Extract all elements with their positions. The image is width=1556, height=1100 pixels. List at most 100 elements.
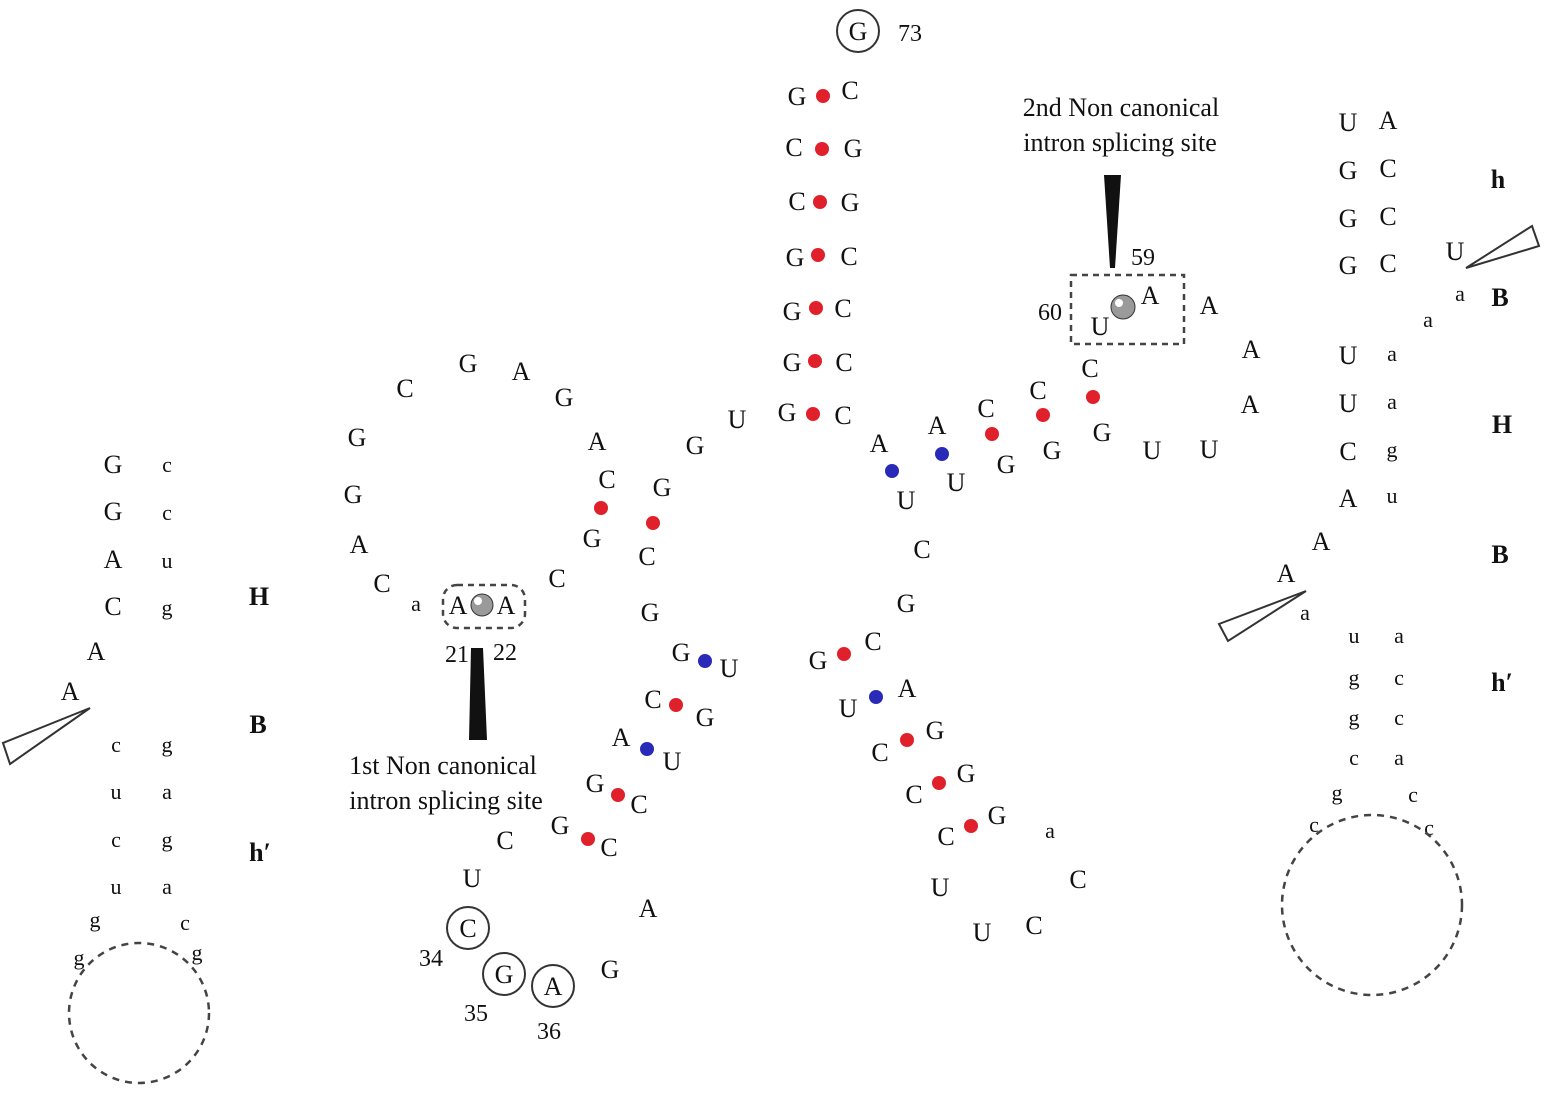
annotation-line: intron splicing site <box>349 786 543 815</box>
nucleotide: A <box>898 674 917 703</box>
nucleotide: C <box>937 822 954 851</box>
circled-nucleotide <box>836 9 880 53</box>
nucleotide: A <box>1312 527 1331 556</box>
cleavage-wedge-icon <box>1465 224 1541 269</box>
nucleotide: G <box>348 423 367 452</box>
helix-label: B <box>249 710 266 739</box>
nucleotide: G <box>601 955 620 984</box>
nucleotide: C <box>638 542 655 571</box>
helix-label: h <box>1491 165 1506 194</box>
nucleotide: U <box>463 864 482 893</box>
nucleotide: a <box>1423 307 1433 332</box>
loop-outline <box>1280 813 1464 997</box>
left-helix: G G A C c c u g A A c u c u g g g a g a … <box>1 450 271 1085</box>
nucleotide: A <box>1339 484 1358 513</box>
nucleotide: U <box>1143 436 1162 465</box>
nucleotide: G <box>586 769 605 798</box>
nucleotide: A <box>1242 335 1261 364</box>
nucleotide: A <box>497 591 516 620</box>
nucleotide: a <box>1045 818 1055 843</box>
nucleotide: c <box>1424 815 1434 840</box>
helix-label: h′ <box>249 838 271 867</box>
nucleotide: A <box>104 545 123 574</box>
nucleotide: G <box>653 473 672 502</box>
nucleotide: C <box>913 535 930 564</box>
nucleotide: C <box>785 133 802 162</box>
nucleotide: G <box>778 398 797 427</box>
nucleotide: G <box>926 716 945 745</box>
nucleotide: a <box>1455 281 1465 306</box>
watson-crick-pair-dot <box>808 354 822 368</box>
nucleotide: g <box>1349 665 1360 690</box>
nucleotide: C <box>1069 865 1086 894</box>
annotation-line: 1st Non canonical <box>349 751 537 780</box>
watson-crick-pair-dot <box>964 819 978 833</box>
position-number: 60 <box>1038 300 1062 326</box>
nucleotide: G <box>786 243 805 272</box>
nucleotide: C <box>840 242 857 271</box>
nucleotide: u <box>1387 483 1398 508</box>
nucleotide: A <box>639 894 658 923</box>
nucleotide: a <box>162 874 172 899</box>
nucleotide: C <box>396 374 413 403</box>
sphere-highlight <box>1115 299 1123 307</box>
wobble-pair-dot <box>885 464 899 478</box>
nucleotide: g <box>162 827 173 852</box>
nucleotide: G <box>1339 251 1358 280</box>
nucleotide: c <box>1394 705 1404 730</box>
watson-crick-pair-dot <box>815 142 829 156</box>
nucleotide: c <box>111 827 121 852</box>
nucleotide: u <box>111 779 122 804</box>
nucleotide: C <box>835 348 852 377</box>
nucleotide: G <box>1339 156 1358 185</box>
nucleotide: A <box>87 637 106 666</box>
nucleotide: C <box>1379 202 1396 231</box>
nucleotide: a <box>1300 600 1310 625</box>
nucleotide: a <box>1387 389 1397 414</box>
nucleotide: U <box>1339 341 1358 370</box>
annotation-line: intron splicing site <box>1023 128 1217 157</box>
nucleotide: A <box>544 972 563 1001</box>
nucleotide: G <box>686 431 705 460</box>
nucleotide: C <box>1081 354 1098 383</box>
nucleotide: C <box>496 826 513 855</box>
watson-crick-pair-dot <box>581 832 595 846</box>
nucleotide: c <box>1408 782 1418 807</box>
d-arm: U G A G A G C G G A C a A A 21 22 C G G … <box>344 349 747 815</box>
nucleotide: c <box>1309 812 1319 837</box>
watson-crick-pair-dot <box>811 248 825 262</box>
nucleotide: U <box>663 747 682 776</box>
wobble-pair-dot <box>869 690 883 704</box>
pointer-arrow-icon <box>1104 175 1121 268</box>
nucleotide: G <box>1093 418 1112 447</box>
nucleotide: u <box>1349 623 1360 648</box>
nucleotide: c <box>162 500 172 525</box>
position-number: 21 <box>445 642 469 668</box>
lower-stem: G U C C C C A G G G a C C U U <box>809 627 1087 947</box>
nucleotide: C <box>977 394 994 423</box>
nucleotide: g <box>90 907 101 932</box>
nucleotide: G <box>844 134 863 163</box>
position-number: 35 <box>464 1001 488 1027</box>
splice-point-sphere <box>470 593 494 617</box>
nucleotide: C <box>548 564 565 593</box>
splice-site-box <box>1069 273 1186 346</box>
nucleotide: g <box>1332 780 1343 805</box>
nucleotide: g <box>162 595 173 620</box>
anticodon-circle <box>531 964 575 1008</box>
nucleotide: G <box>841 188 860 217</box>
nucleotide: a <box>1394 623 1404 648</box>
nucleotide: G <box>495 960 514 989</box>
watson-crick-pair-dot <box>1086 390 1100 404</box>
nucleotide: G <box>997 450 1016 479</box>
nucleotide: g <box>1387 437 1398 462</box>
anticodon-circle <box>482 952 526 996</box>
position-number: 22 <box>493 640 517 666</box>
nucleotide: U <box>931 873 950 902</box>
annotation-line: 2nd Non canonical <box>1023 93 1219 122</box>
sphere-highlight <box>474 597 482 605</box>
watson-crick-pair-dot <box>806 407 820 421</box>
wobble-pair-dot <box>935 447 949 461</box>
nucleotide: g <box>192 940 203 965</box>
